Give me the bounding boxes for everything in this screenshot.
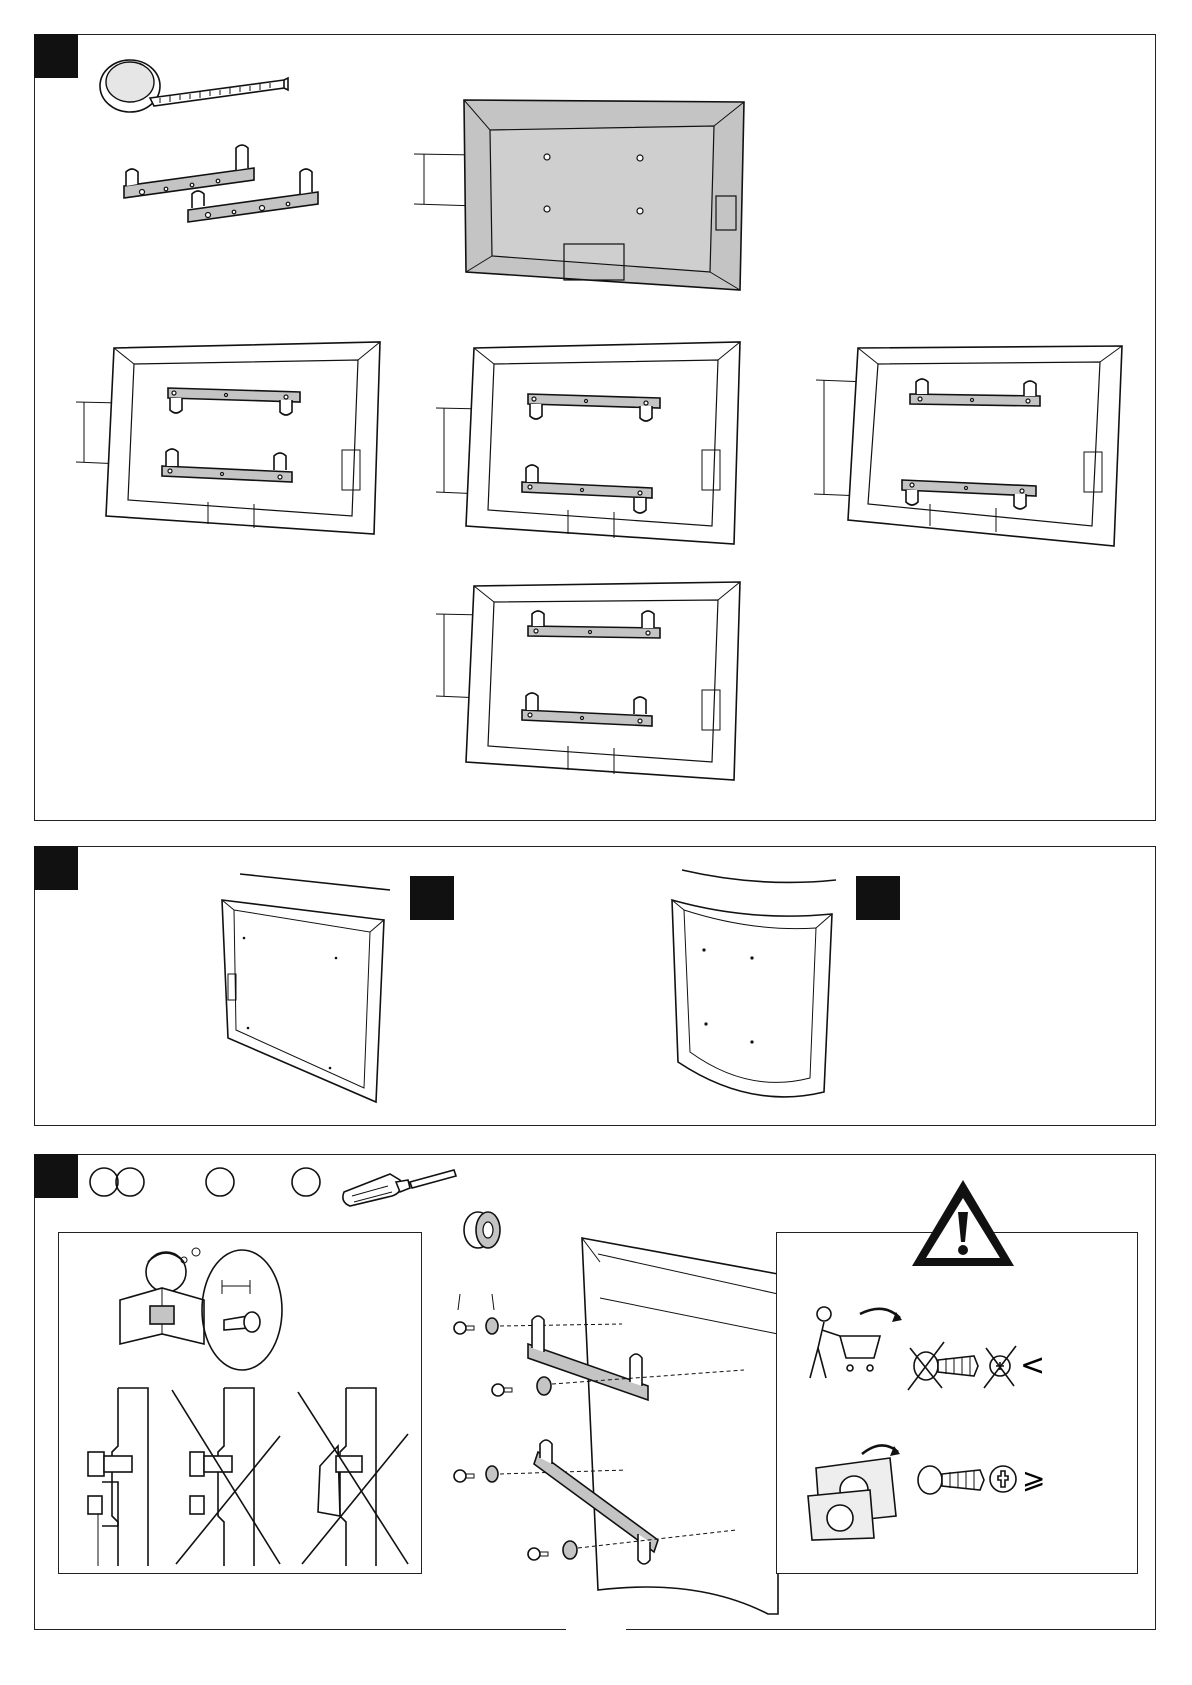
screw-measure-bubble-icon [196,1244,286,1374]
bracket-install-wrong-1-icon [170,1386,290,1566]
less-than-sign: < [1020,1348,1045,1383]
substep-curved-badge [856,876,900,920]
tv-bracket-assembly-icon [448,1238,824,1614]
step-2-badge [34,846,78,890]
flat-tv-icon [214,870,394,1110]
step-1-badge [34,34,78,78]
part-circle-1 [90,1168,118,1196]
part-circle-2 [116,1168,144,1196]
step-3-badge [34,1154,78,1198]
bracket-install-wrong-2-icon [296,1386,416,1566]
bracket-install-correct-icon [78,1386,178,1566]
greater-equal-sign: ⩾ [1022,1462,1045,1495]
step-1-label [34,34,78,78]
bracket-position-option-d [430,578,746,788]
bracket-position-option-b [430,338,746,548]
substep-flat-badge [410,876,454,920]
curved-tv-icon [660,866,840,1106]
mounting-bracket-pair-icon [122,142,352,232]
bottom-center-mark [566,1626,626,1634]
phillips-head-icon [986,1462,1020,1496]
bracket-position-option-c [806,340,1128,550]
step-panel-2 [34,846,1156,1126]
measuring-tape-icon [98,54,288,116]
bracket-position-option-a [70,338,386,548]
screwdriver-icon [338,1166,460,1212]
step-2-label [34,846,78,890]
part-circle-3 [206,1168,234,1196]
part-circle-4 [292,1168,320,1196]
step-3-label [34,1154,78,1198]
substep-curved-label [856,876,900,920]
parts-circles [88,1164,328,1204]
substep-flat-label [410,876,454,920]
bag-icon [806,1442,916,1540]
warning-triangle-icon [908,1176,1018,1272]
shopping-cart-icon [804,1304,914,1384]
tv-back-grey-icon [410,96,750,296]
